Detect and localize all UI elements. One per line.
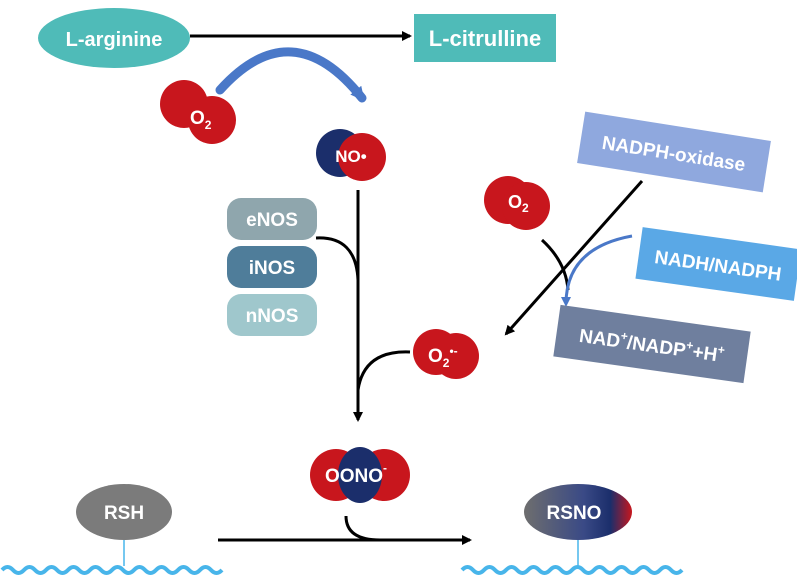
inos-box: iNOS — [227, 246, 317, 288]
rsno-label: RSNO — [547, 503, 602, 524]
nad-nadp-box: NAD+/NADP++H+ — [553, 304, 751, 384]
membrane-wave-left — [0, 565, 224, 575]
o2-left-label: O2 — [190, 108, 212, 132]
nadh-nadph-box: NADH/NADPH — [635, 227, 797, 301]
enos-label: eNOS — [246, 210, 298, 231]
o2-molecule-right: O2 — [484, 176, 550, 230]
nnos-label: nNOS — [246, 306, 299, 327]
inos-label: iNOS — [249, 258, 295, 279]
nadh-oxidation-arrow — [561, 234, 633, 307]
rsh-node: RSH — [76, 484, 172, 566]
membrane-wave-right — [460, 565, 684, 575]
nitric-oxide-molecule: NO• — [316, 129, 386, 181]
oxygen-incorporation-curve-arrow — [215, 47, 367, 103]
nitrosation-hook — [344, 515, 381, 542]
nadph-oxidase-to-superoxide-arrow — [504, 180, 644, 336]
peroxynitrite-label: OONO- — [325, 461, 387, 487]
oxygen-reduction-hook — [540, 238, 570, 291]
enos-box: eNOS — [227, 198, 317, 240]
superoxide-label: O2•- — [428, 344, 458, 370]
nad-nadp-label: NAD+/NADP++H+ — [578, 323, 726, 367]
l-arginine-label: L-arginine — [66, 29, 163, 51]
nadph-oxidase-box: NADPH-oxidase — [577, 111, 771, 193]
nitric-oxide-label: NO• — [335, 147, 367, 166]
l-citrulline-label: L-citrulline — [429, 26, 541, 51]
o2-molecule-left: O2 — [160, 80, 236, 144]
superoxide-molecule: O2•- — [413, 329, 479, 379]
peroxynitrite-molecule: OONO- — [310, 447, 410, 503]
o2-right-label: O2 — [508, 192, 529, 215]
rsh-label: RSH — [104, 503, 144, 524]
nos-catalysis-hook — [315, 236, 360, 281]
nnos-box: nNOS — [227, 294, 317, 336]
rsno-node: RSNO — [524, 484, 632, 566]
l-arginine-node: L-arginine — [38, 8, 190, 68]
l-citrulline-node: L-citrulline — [414, 14, 556, 62]
superoxide-join-hook — [356, 350, 411, 391]
